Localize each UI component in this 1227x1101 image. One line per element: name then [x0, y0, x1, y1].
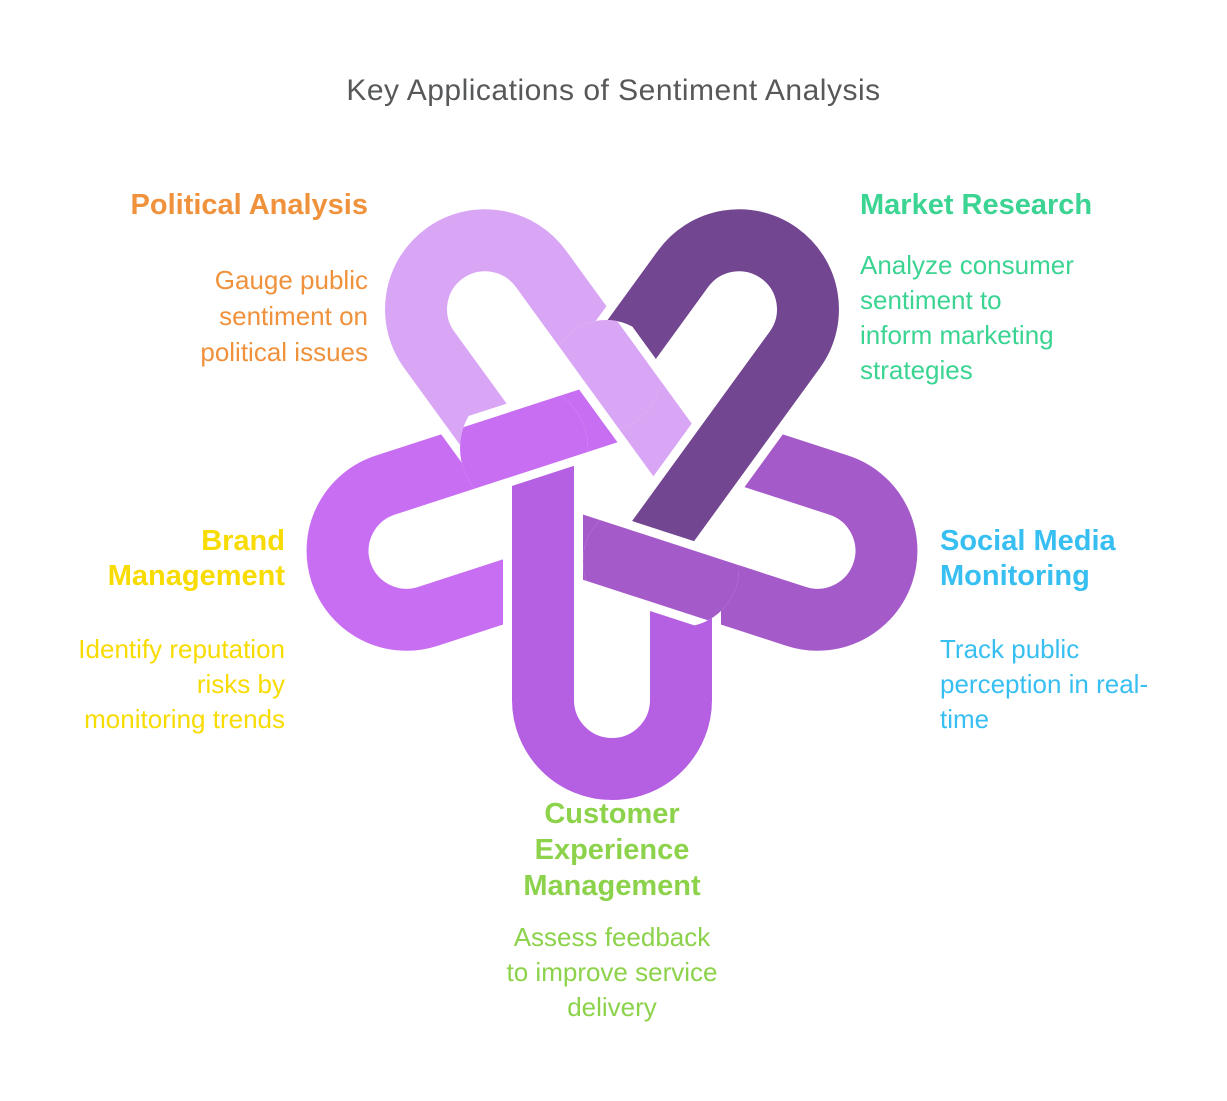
section-market-description: Analyze consumer sentiment to inform mar…: [860, 250, 1074, 385]
section-political-description: Gauge public sentiment on political issu…: [200, 265, 368, 367]
section-customer-description: Assess feedback to improve service deliv…: [506, 922, 718, 1022]
section-brand-heading: Brand Management: [107, 525, 285, 592]
section-social-heading: Social Media Monitoring: [940, 525, 1116, 592]
section-brand-description: Identify reputation risks by monitoring …: [78, 634, 285, 734]
section-customer-heading: Customer Experience Management: [523, 798, 701, 902]
section-political-heading: Political Analysis: [130, 189, 368, 221]
page-title: Key Applications of Sentiment Analysis: [346, 74, 881, 107]
section-market-heading: Market Research: [860, 189, 1093, 221]
section-social-description: Track public perception in real- time: [940, 634, 1149, 734]
